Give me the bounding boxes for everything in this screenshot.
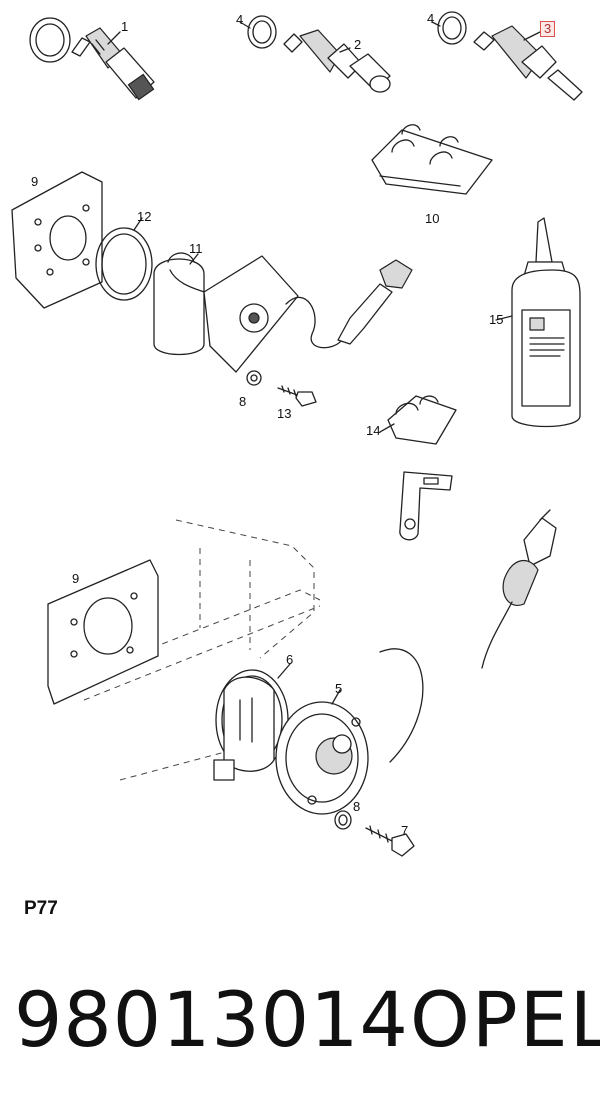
part-2-sender — [283, 29, 391, 93]
callout-14: 14 — [366, 423, 381, 438]
callout-5: 5 — [335, 681, 343, 696]
callout-15: 15 — [489, 312, 504, 327]
harness-connector-right — [481, 509, 557, 669]
bolt-7 — [365, 825, 415, 857]
callout-6: 6 — [286, 652, 294, 667]
callout-13: 13 — [277, 406, 292, 421]
washer-4-left — [247, 15, 277, 49]
callout-8-top: 8 — [239, 394, 247, 409]
callout-3-highlighted: 3 — [540, 21, 556, 37]
callout-4-left: 4 — [236, 12, 244, 27]
exploded-parts-diagram — [11, 11, 583, 857]
washer-8-top — [246, 370, 262, 386]
callout-9-bottom: 9 — [72, 571, 80, 586]
bolt-13 — [277, 385, 317, 407]
part-3-switch — [473, 25, 583, 101]
washer-4-right — [437, 11, 467, 45]
part-9-gasket-top — [11, 171, 103, 309]
callout-7: 7 — [401, 823, 409, 838]
callout-11: 11 — [189, 241, 203, 256]
callout-12: 12 — [137, 209, 152, 224]
callout-1: 1 — [121, 19, 129, 34]
part-12-o-ring — [95, 227, 153, 301]
washer-8-bottom — [334, 810, 352, 830]
diagram-page-code: P77 — [24, 898, 58, 919]
part-10-clip — [371, 124, 493, 195]
callout-2: 2 — [354, 37, 362, 52]
part-number: 98013014 — [14, 975, 409, 1064]
part-14-clip-bracket — [387, 395, 457, 541]
part-9-gasket-bottom — [47, 559, 159, 705]
callout-4-right: 4 — [427, 11, 435, 26]
part-1-sender-with-connector — [29, 17, 155, 101]
callout-9-top: 9 — [31, 174, 39, 189]
callout-10: 10 — [425, 211, 440, 226]
part-11-sender-unit — [153, 252, 343, 373]
callout-8-bottom: 8 — [353, 799, 361, 814]
sender-connector-lead — [337, 259, 413, 345]
part-15-sealant-bottle — [511, 217, 581, 428]
brand-name: OPEL — [410, 975, 600, 1064]
part-5-sender-assembly — [213, 648, 424, 815]
callout-leaders — [107, 21, 541, 705]
